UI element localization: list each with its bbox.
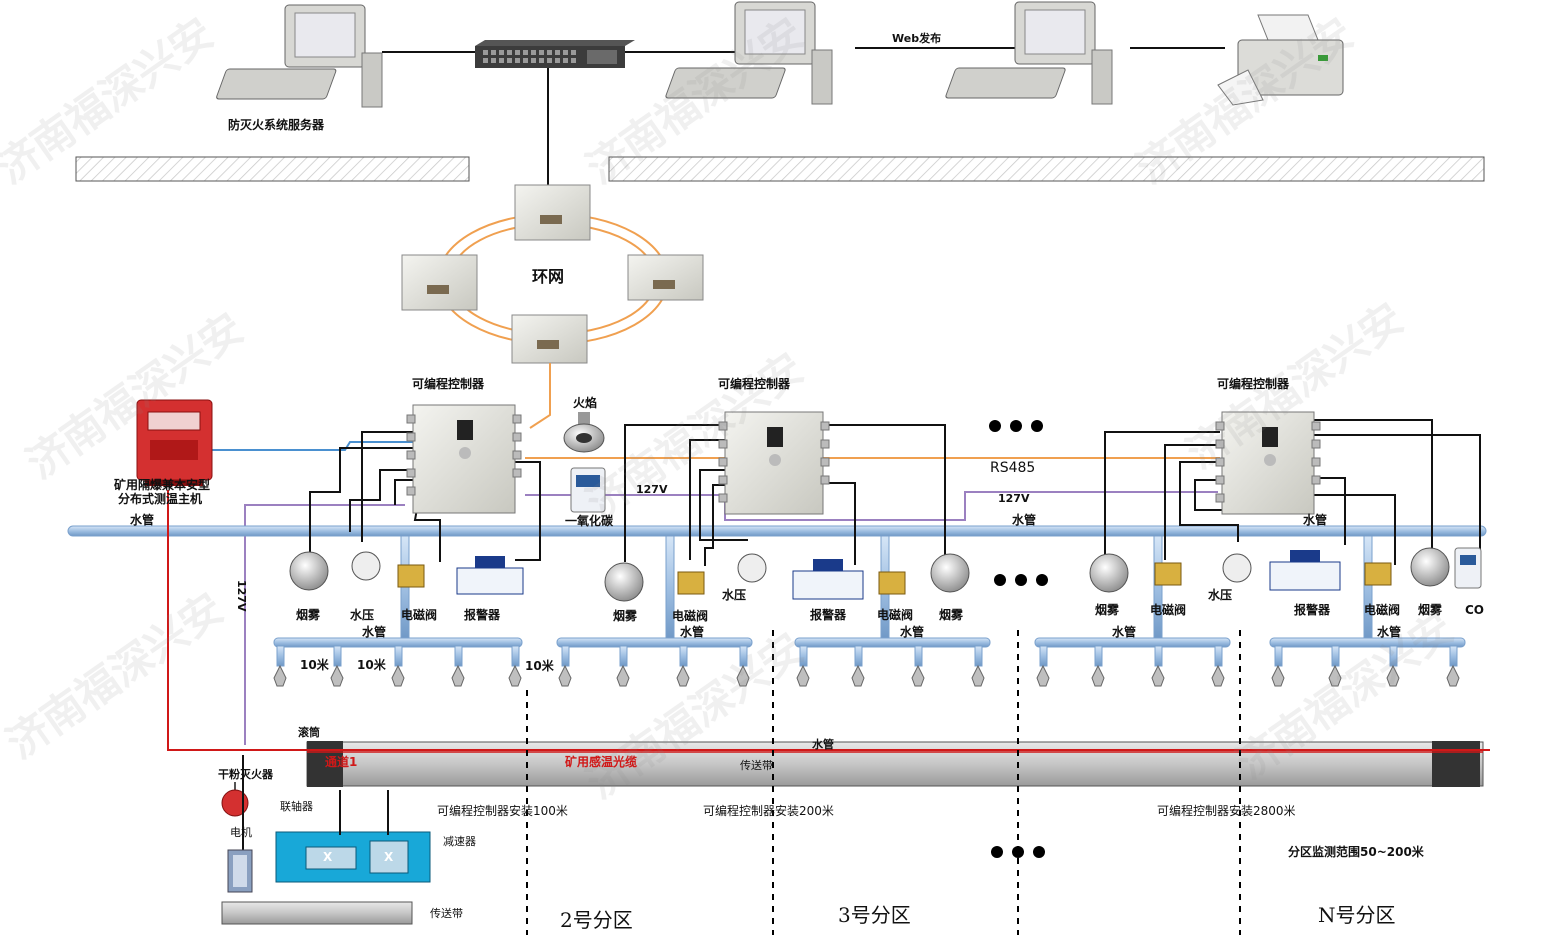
zone-dividers (526, 630, 1241, 935)
smoke-label: 烟雾 (1418, 603, 1443, 617)
motor-icon (227, 755, 253, 893)
install-200m-label: 可编程控制器安装200米 (703, 804, 834, 818)
zone-n-label: N号分区 (1318, 903, 1396, 927)
host-rs485-link (210, 441, 420, 451)
bottom-conveyor (221, 901, 413, 925)
printer-icon (1217, 14, 1344, 106)
fiber-cable (167, 490, 1490, 751)
flame-label: 火焰 (573, 396, 598, 410)
ring-to-controller-link (529, 363, 551, 429)
belt-pipe-label: 水管 (812, 738, 834, 751)
roller-label: 滚筒 (298, 726, 320, 739)
v127-label-2: 127V (998, 492, 1030, 505)
co-text-label: 一氧化碳 (565, 514, 614, 528)
alarm-panel-icon (456, 550, 1341, 600)
server-computer-icon (216, 4, 383, 108)
smoke-sensor-icon (289, 547, 1450, 602)
server-label: 防灭火系统服务器 (228, 118, 325, 132)
channel-label: 通道1 (325, 755, 358, 769)
watermark-layer: 济南福深兴安 济南福深兴安 济南福深兴安 济南福深兴安 济南福深兴安 济南福深兴… (0, 9, 1462, 807)
pressure-label: 水压 (722, 588, 747, 602)
smoke-label: 烟雾 (939, 608, 964, 622)
alarm-label: 报警器 (464, 608, 501, 622)
spacing-label: 10米 (525, 659, 554, 673)
spacing-label: 10米 (300, 658, 329, 672)
ring-node-icon (401, 184, 704, 364)
coupling-label: 联轴器 (280, 800, 313, 813)
flame-sensor-icon (563, 412, 605, 453)
smoke-label: 烟雾 (296, 608, 321, 622)
host-label-1: 矿用隔爆兼本安型 (114, 478, 211, 492)
host-icon (136, 399, 213, 486)
plc-label-2: 可编程控制器 (718, 377, 791, 391)
plc-label-1: 可编程控制器 (412, 377, 485, 391)
water-main-label-1: 水管 (130, 513, 155, 527)
branch-pipes (273, 637, 1466, 648)
install-2800m-label: 可编程控制器安装2800米 (1157, 804, 1296, 818)
host-label-2: 分布式测温主机 (118, 492, 203, 506)
branch-pipe-label: 水管 (1377, 625, 1402, 639)
co-sensor-icon (570, 467, 1482, 589)
zone-2-label: 2号分区 (560, 908, 633, 932)
plc-label-3: 可编程控制器 (1217, 377, 1290, 391)
client-computer-icon (665, 1, 833, 105)
plc-controller-icon (406, 404, 1321, 515)
branch-pipe-label: 水管 (900, 625, 925, 639)
network-switch-icon (475, 40, 635, 68)
branch-pipe-label: 水管 (680, 625, 705, 639)
extinguisher-icon (221, 782, 249, 817)
motor-label: 电机 (230, 826, 252, 839)
watermark: 济南福深兴安 (0, 584, 232, 767)
surface-ground-right (608, 156, 1485, 182)
ring-label: 环网 (532, 267, 565, 286)
web-publish-label: Web发布 (892, 32, 942, 45)
solenoid-label: 电磁阀 (401, 608, 438, 622)
solenoid-valve-icon (397, 562, 1392, 595)
branch-pipe-label: 水管 (362, 625, 387, 639)
solenoid-label: 电磁阀 (672, 609, 709, 623)
install-100m-label: 可编程控制器安装100米 (437, 804, 568, 818)
head-roller (307, 741, 343, 787)
surface-ground-left (75, 156, 470, 182)
solenoid-label: 电磁阀 (877, 608, 914, 622)
alarm-label: 报警器 (1294, 603, 1331, 617)
extinguisher-label: 干粉灭火器 (218, 768, 273, 781)
alarm-label: 报警器 (810, 608, 847, 622)
pressure-sensor-icon (351, 551, 1252, 583)
watermark: 济南福深兴安 (18, 304, 251, 487)
power-127v-bus-2 (525, 491, 1218, 521)
smoke-label: 烟雾 (1095, 603, 1120, 617)
branch-pipe-label: 水管 (1112, 625, 1137, 639)
zone-range-label: 分区监测范围50~200米 (1288, 845, 1424, 859)
v127-label-1: 127V (636, 483, 668, 496)
water-main-label-2: 水管 (1012, 513, 1037, 527)
reducer-x-mark: X (323, 850, 333, 864)
solenoid-label: 电磁阀 (1150, 603, 1187, 617)
solenoid-label: 电磁阀 (1364, 603, 1401, 617)
cable-label: 矿用感温光缆 (565, 755, 638, 769)
smoke-label: 烟雾 (613, 609, 638, 623)
water-main-pipe (67, 525, 1487, 537)
co-label: CO (1465, 603, 1485, 617)
zone-3-label: 3号分区 (838, 903, 911, 927)
reducer-x-mark: X (384, 850, 394, 864)
bottom-conveyor-label: 传送带 (430, 907, 463, 920)
power-127v-bus-1 (244, 504, 405, 745)
web-computer-icon (945, 1, 1113, 105)
tail-roller (1432, 741, 1480, 787)
water-main-label-3: 水管 (1303, 513, 1328, 527)
conveyor-label: 传送带 (740, 759, 773, 772)
rs485-label: RS485 (990, 460, 1036, 476)
spacing-label: 10米 (357, 658, 386, 672)
sprinkler-nozzle-icon (273, 645, 1460, 687)
pressure-label: 水压 (1208, 588, 1233, 602)
pressure-label: 水压 (350, 608, 375, 622)
reducer-label: 减速器 (443, 835, 476, 848)
v127-label-vertical: 127V (235, 580, 248, 612)
reducer-icon (275, 790, 431, 883)
